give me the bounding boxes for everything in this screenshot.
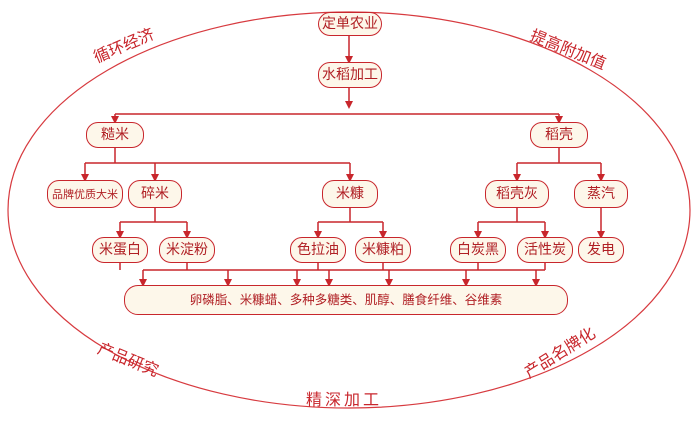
node-brown-rice: 糙米 — [86, 122, 144, 148]
node-steam: 蒸汽 — [574, 180, 628, 208]
node-bran: 米糠 — [322, 180, 378, 208]
node-active-carbon: 活性炭 — [517, 237, 573, 263]
node-power: 发电 — [578, 237, 624, 263]
node-salad-oil: 色拉油 — [290, 237, 346, 263]
node-white-carbon: 白炭黑 — [450, 237, 506, 263]
node-broken-rice: 碎米 — [128, 180, 182, 208]
node-rice-starch: 米淀粉 — [159, 237, 215, 263]
node-bran-meal: 米糠粕 — [355, 237, 411, 263]
label-deep-processing: 精深加工 — [306, 390, 383, 409]
node-process: 水稻加工 — [318, 62, 382, 88]
node-premium-rice: 品牌优质大米 — [47, 180, 123, 208]
node-products: 卵磷脂、米糠蜡、多种多糖类、肌醇、膳食纤维、谷维素 — [124, 285, 568, 315]
node-husk-ash: 稻壳灰 — [485, 180, 549, 208]
node-husk: 稻壳 — [530, 122, 588, 148]
node-rice-protein: 米蛋白 — [92, 237, 148, 263]
node-root: 定单农业 — [318, 12, 382, 36]
